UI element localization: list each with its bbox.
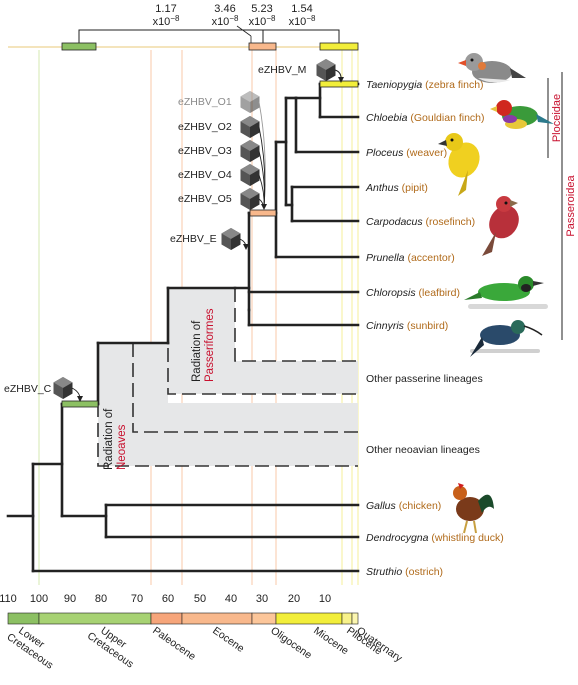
taxon-label: Prunella (accentor) <box>366 252 455 264</box>
svg-text:100: 100 <box>30 593 48 605</box>
svg-text:80: 80 <box>95 593 107 605</box>
epoch-bar <box>251 612 277 625</box>
svg-text:LowerCretaceous: LowerCretaceous <box>4 621 62 671</box>
chicken-illustration <box>453 483 494 534</box>
rate-value-4: 1.54 <box>291 3 312 15</box>
epoch-color-bar <box>7 612 359 625</box>
virus-hexagon-icon <box>240 188 260 210</box>
axis-ticks: 110 100 90 80 70 60 50 40 30 20 10 <box>0 593 331 605</box>
taxon-label: Anthus (pipit) <box>365 182 428 194</box>
taxon-label: Ploceus (weaver) <box>366 147 447 159</box>
virus-hexagon-icon <box>240 140 260 162</box>
insertion-label-o3: eZHBV_O3 <box>178 145 232 157</box>
svg-text:Oligocene: Oligocene <box>268 625 314 662</box>
rate-bar-paleogene <box>248 42 277 51</box>
time-axis: 110 100 90 80 70 60 50 40 30 20 10 Lower… <box>0 593 405 672</box>
rate-bar-cretaceous <box>61 42 97 51</box>
svg-text:30: 30 <box>256 593 268 605</box>
phylogenetic-tree <box>6 82 360 573</box>
svg-text:10: 10 <box>319 593 331 605</box>
taxon-labels: Taeniopygia (zebra finch) Chloebia (Goul… <box>365 79 504 578</box>
radiation-boxes <box>97 288 358 467</box>
ploceidae-label: Ploceidae <box>551 94 563 142</box>
lineage-label-passerine: Other passerine lineages <box>366 373 483 385</box>
insertion-label-o4: eZHBV_O4 <box>178 169 232 181</box>
virus-hexagon-icon <box>240 164 260 186</box>
svg-text:Eocene: Eocene <box>210 625 246 655</box>
rate-value-1: 1.17 <box>155 3 176 15</box>
zebra-finch-illustration <box>458 53 526 83</box>
epoch-bar <box>181 612 253 625</box>
epoch-bar <box>7 612 40 625</box>
rate-unit-2: x10−8 <box>212 14 239 28</box>
rate-bar-neogene <box>319 42 359 51</box>
rate-unit-1: x10−8 <box>153 14 180 28</box>
epoch-bar <box>150 612 183 625</box>
virus-hexagon-icon <box>240 91 260 113</box>
taxon-label: Struthio (ostrich) <box>366 566 443 578</box>
lineage-label-neoavian: Other neoavian lineages <box>366 444 480 456</box>
epoch-labels: LowerCretaceous UpperCretaceous Paleocen… <box>4 620 404 672</box>
svg-text:110: 110 <box>0 593 17 605</box>
passeroidea-label: Passeroidea <box>565 175 577 237</box>
virus-hexagon-icon <box>53 377 73 399</box>
taxon-label: Carpodacus (rosefinch) <box>366 216 475 228</box>
taxon-label: Dendrocygna (whistling duck) <box>366 532 504 544</box>
rosefinch-illustration <box>482 196 519 256</box>
insertion-bar-miocene <box>319 80 359 88</box>
insertion-bar-oligocene <box>249 209 277 217</box>
leafbird-illustration <box>464 276 548 309</box>
rate-value-3: 5.23 <box>251 3 272 15</box>
insertion-label-c: eZHBV_C <box>4 383 52 395</box>
rate-unit-3: x10−8 <box>249 14 276 28</box>
epoch-bar <box>341 612 353 625</box>
virus-hexagon-icon <box>316 59 336 81</box>
svg-text:UpperCretaceous: UpperCretaceous <box>85 620 143 670</box>
rate-unit-4: x10−8 <box>289 14 316 28</box>
insertion-label-o1: eZHBV_O1 <box>178 96 232 108</box>
taxon-label: Chloropsis (leafbird) <box>366 287 460 299</box>
insertion-label-m: eZHBV_M <box>258 64 306 76</box>
epoch-bar <box>351 612 359 625</box>
svg-text:40: 40 <box>225 593 237 605</box>
passeriformes-radiation-label: Radiation ofPasseriformes <box>191 308 216 382</box>
insertion-label-o2: eZHBV_O2 <box>178 121 232 133</box>
taxon-label: Chloebia (Gouldian finch) <box>366 112 485 124</box>
virus-hexagon-icon <box>240 116 260 138</box>
insertion-label-e: eZHBV_E <box>170 233 217 245</box>
virus-hexagon-icon <box>221 228 241 250</box>
epoch-bar <box>38 612 152 625</box>
epoch-bar <box>275 612 343 625</box>
neoaves-radiation-box <box>98 343 358 466</box>
rate-header: 1.17 x10−8 3.46 x10−8 5.23 x10−8 1.54 x1… <box>8 3 359 51</box>
svg-text:20: 20 <box>288 593 300 605</box>
neoaves-radiation-label: Radiation ofNeoaves <box>103 408 128 470</box>
rate-value-2: 3.46 <box>214 3 235 15</box>
passeriformes-radiation-box <box>168 288 358 394</box>
sunbird-illustration <box>470 320 543 357</box>
svg-text:50: 50 <box>194 593 206 605</box>
weaver-illustration <box>438 133 480 196</box>
insertion-label-o5: eZHBV_O5 <box>178 193 232 205</box>
taxon-label: Cinnyris (sunbird) <box>366 320 448 332</box>
svg-text:Paleocene: Paleocene <box>150 625 198 663</box>
insertion-markers: eZHBV_M eZHBV_O1 eZHBV_O2 eZHBV_O3 eZHBV… <box>4 59 344 402</box>
svg-text:70: 70 <box>131 593 143 605</box>
taxon-label: Taeniopygia (zebra finch) <box>366 79 484 91</box>
gouldian-finch-illustration <box>490 100 554 129</box>
svg-text:60: 60 <box>162 593 174 605</box>
svg-text:90: 90 <box>64 593 76 605</box>
svg-text:Miocene: Miocene <box>311 625 351 658</box>
taxon-label: Gallus (chicken) <box>366 500 441 512</box>
